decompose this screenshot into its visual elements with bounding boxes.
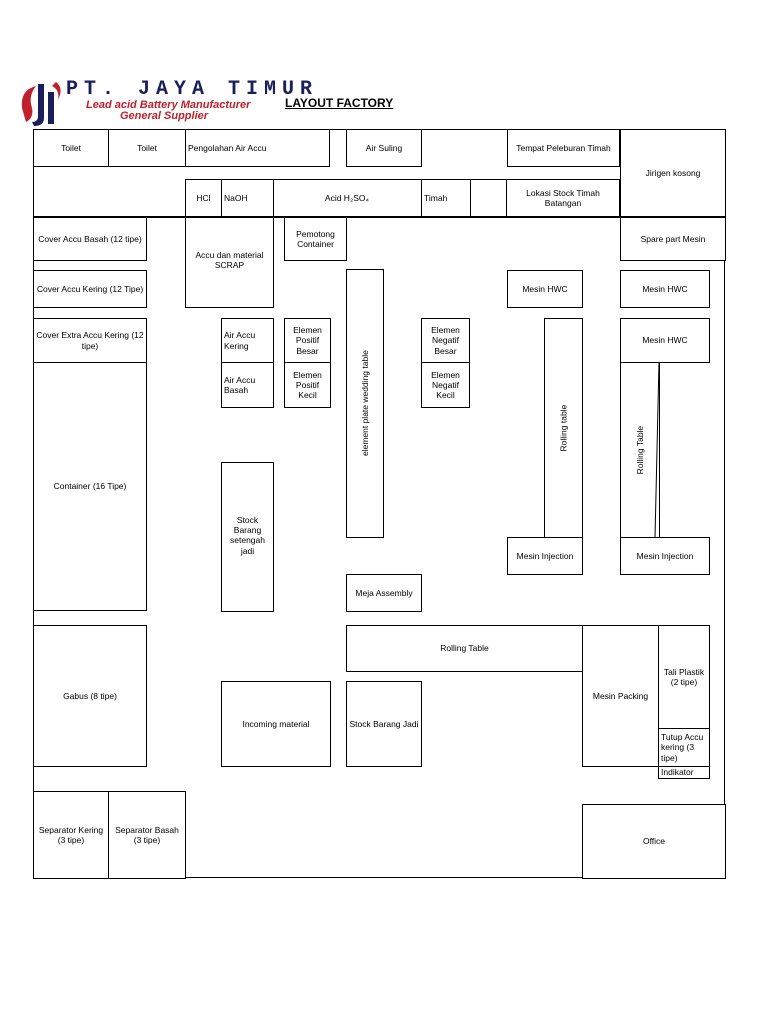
company-name: PT. JAYA TIMUR bbox=[66, 78, 319, 101]
room-cover-extra-accu-kering: Cover Extra Accu Kering (12 tipe) bbox=[33, 318, 147, 363]
room-timah: Timah bbox=[421, 179, 471, 217]
company-tagline-1: Lead acid Battery Manufacturer bbox=[86, 99, 251, 111]
room-mesin-hwc-3: Mesin HWC bbox=[620, 318, 710, 363]
room-mesin-injection-1: Mesin Injection bbox=[507, 537, 583, 575]
room-indikator: Indikator bbox=[658, 766, 710, 779]
room-pengolahan-air-accu: Pengolahan Air Accu bbox=[185, 129, 330, 167]
room-timah-gap bbox=[470, 179, 507, 217]
room-mesin-hwc-1: Mesin HWC bbox=[507, 270, 583, 308]
room-stock-barang-jadi: Stock Barang Jadi bbox=[346, 681, 422, 767]
room-cover-accu-basah: Cover Accu Basah (12 tipe) bbox=[33, 217, 147, 261]
room-spare-part-mesin: Spare part Mesin bbox=[620, 217, 726, 261]
room-office: Office bbox=[582, 804, 726, 879]
room-rolling-table-horizontal: Rolling Table bbox=[346, 625, 583, 672]
company-logo-icon bbox=[18, 78, 66, 128]
room-gabus: Gabus (8 tipe) bbox=[33, 625, 147, 767]
room-tali-plastik: Tali Plastik (2 tipe) bbox=[658, 625, 710, 729]
room-hcl: HCl bbox=[185, 179, 222, 217]
rolling-table-slant-line bbox=[654, 362, 660, 538]
room-rolling-table-vertical-1: Rolling table bbox=[544, 318, 583, 538]
room-cover-accu-kering: Cover Accu Kering (12 Tipe) bbox=[33, 270, 147, 308]
room-tempat-peleburan-timah: Tempat Peleburan Timah bbox=[507, 129, 620, 167]
room-air-accu-basah: Air Accu Basah bbox=[221, 362, 274, 408]
room-acid: Acid H₂SO₄ bbox=[273, 179, 422, 217]
room-elemen-negatif-besar: Elemen Negatif Besar bbox=[421, 318, 470, 363]
room-mesin-injection-2: Mesin Injection bbox=[620, 537, 710, 575]
room-toilet-2: Toilet bbox=[108, 129, 186, 167]
room-elemen-negatif-kecil: Elemen Negatif Kecil bbox=[421, 362, 470, 408]
room-elemen-positif-besar: Elemen Positif Besar bbox=[284, 318, 331, 363]
room-tutup-accu: Tutup Accu kering (3 tipe) bbox=[658, 728, 710, 767]
room-separator-basah: Separator Basah (3 tipe) bbox=[108, 791, 186, 879]
room-rolling-table-vertical-2: Rolling Table bbox=[620, 362, 660, 538]
room-toilet-1: Toilet bbox=[33, 129, 109, 167]
room-jirigen-kosong: Jirigen kosong bbox=[620, 129, 726, 217]
room-stock-barang-setengah-jadi: Stock Barang setengah jadi bbox=[221, 462, 274, 612]
room-naoh: NaOH bbox=[221, 179, 274, 217]
room-lokasi-stock-timah: Lokasi Stock Timah Batangan bbox=[506, 179, 620, 217]
room-mesin-packing: Mesin Packing bbox=[582, 625, 659, 767]
room-container: Container (16 Tipe) bbox=[33, 362, 147, 611]
room-mesin-hwc-2: Mesin HWC bbox=[620, 270, 710, 308]
room-elemen-positif-kecil: Elemen Positif Kecil bbox=[284, 362, 331, 408]
room-accu-scrap: Accu dan material SCRAP bbox=[185, 217, 274, 308]
room-pemotong-container: Pemotong Container bbox=[284, 217, 347, 261]
room-air-suling: Air Suling bbox=[346, 129, 422, 167]
page-title: LAYOUT FACTORY bbox=[285, 96, 394, 110]
room-air-accu-kering: Air Accu Kering bbox=[221, 318, 274, 363]
company-tagline-2: General Supplier bbox=[120, 110, 209, 122]
room-separator-kering: Separator Kering (3 tipe) bbox=[33, 791, 109, 879]
room-incoming-material: Incoming material bbox=[221, 681, 331, 767]
room-meja-assembly: Meja Assembly bbox=[346, 574, 422, 612]
room-element-plate-wedding-table: element plate wedding table bbox=[346, 269, 384, 538]
